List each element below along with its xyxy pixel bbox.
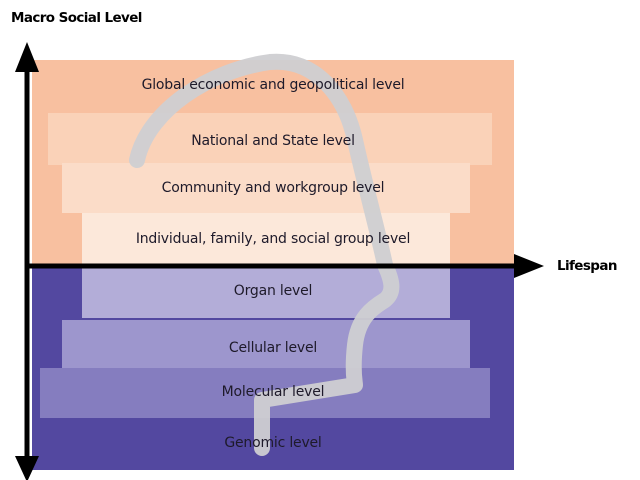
level-labels: Global economic and geopolitical level N… [32, 0, 514, 480]
level-label-individual: Individual, family, and social group lev… [135, 231, 411, 247]
y-axis-label: Macro Social Level [11, 10, 142, 26]
lower-step-cellular [62, 320, 470, 368]
level-label-organ: Organ level [233, 283, 313, 299]
x-axis-arrow-right [514, 254, 544, 278]
level-label-cellular: Cellular level [228, 340, 318, 356]
y-axis-arrow-down [15, 456, 39, 480]
level-label-molecular: Molecular level [221, 384, 325, 400]
level-label-community: Community and workgroup level [161, 180, 385, 196]
lifetime-trajectory-path [129, 53, 400, 456]
x-axis-label: Lifespan [557, 258, 617, 274]
y-axis-arrow-up [15, 42, 39, 72]
level-label-global: Global economic and geopolitical level [141, 77, 405, 93]
upper-step-community [62, 163, 470, 213]
level-label-national: National and State level [191, 133, 355, 149]
upper-step-national [48, 113, 492, 165]
level-label-genomic: Genomic level [224, 435, 322, 451]
